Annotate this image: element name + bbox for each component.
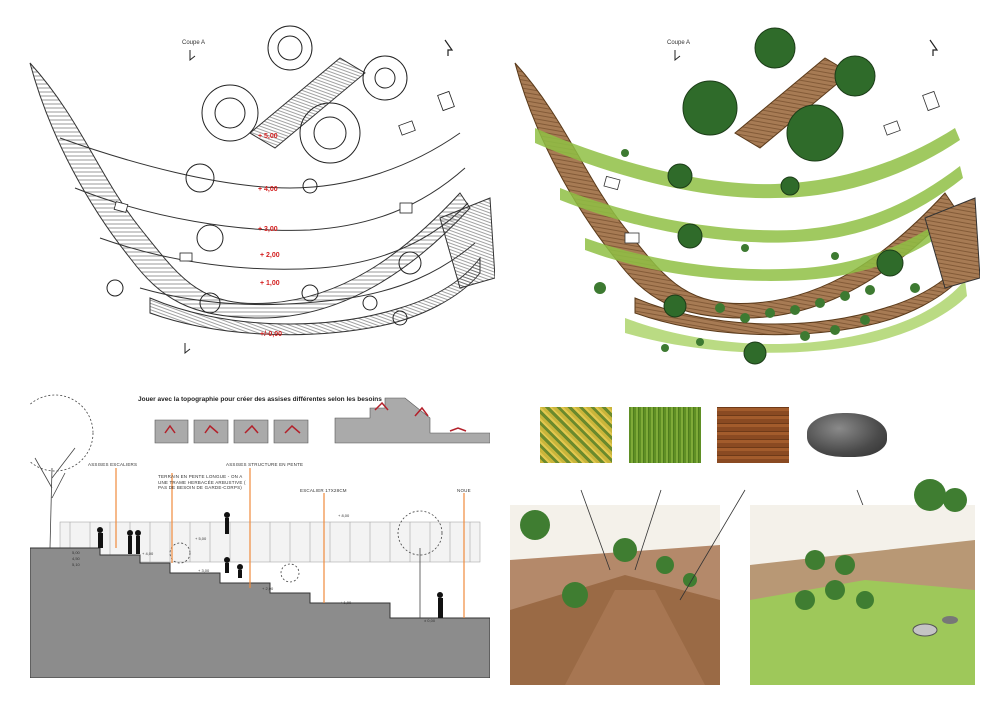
annotation-noue: Noue <box>457 488 471 493</box>
plan-color-sketch <box>514 27 980 365</box>
annotation-assises-structure: Assises structure en pente <box>226 462 304 467</box>
plan-bw-sketch <box>29 25 495 355</box>
meadow-swatch <box>540 407 612 463</box>
level-label: 4,50 <box>72 556 80 561</box>
coupe-a-label: Coupe A <box>182 40 206 46</box>
section-sketch <box>30 394 490 678</box>
plan-drawing-bw: Coupe A + 5,00 + 4,00 + 3,00 + 2,00 + 1,… <box>20 18 495 368</box>
coupe-a-label: Coupe A <box>667 40 691 46</box>
stone-swatch <box>807 413 887 457</box>
plan-drawing-color: Coupe A <box>505 18 980 368</box>
level-label: + 4,00 <box>142 551 154 556</box>
level-label: + 2,00 <box>262 586 274 591</box>
section-title: Jouer avec la topographie pour créer des… <box>138 396 382 403</box>
section-drawing: Jouer avec la topographie pour créer des… <box>30 388 490 678</box>
level-label: + 5,00 <box>195 536 207 541</box>
level-label: + 8,00 <box>338 513 350 518</box>
elevation-label: + 4,00 <box>258 186 278 193</box>
elevation-label: + 1,00 <box>260 280 280 287</box>
perspective-sketches <box>510 479 975 685</box>
materials-and-perspectives <box>505 395 980 685</box>
elevation-label: + 5,00 <box>258 133 278 140</box>
level-label: 5,00 <box>72 550 80 555</box>
level-label: 5,10 <box>72 562 80 567</box>
elevation-label: +/-0,00 <box>260 331 282 338</box>
level-label: ± 0,00 <box>424 618 436 623</box>
elevation-label: + 3,00 <box>258 226 278 233</box>
grass-swatch <box>629 407 701 463</box>
timber-swatch <box>717 407 789 463</box>
annotation-assises-escaliers: Assises escaliers <box>88 462 138 467</box>
level-label: + 3,00 <box>198 568 210 573</box>
level-label: + 1,00 <box>340 600 352 605</box>
annotation-escalier: Escalier 17X28cm <box>300 488 347 493</box>
annotation-terrain-pente: Terrain en pente longue - On a une trame… <box>158 474 246 490</box>
elevation-label: + 2,00 <box>260 252 280 259</box>
